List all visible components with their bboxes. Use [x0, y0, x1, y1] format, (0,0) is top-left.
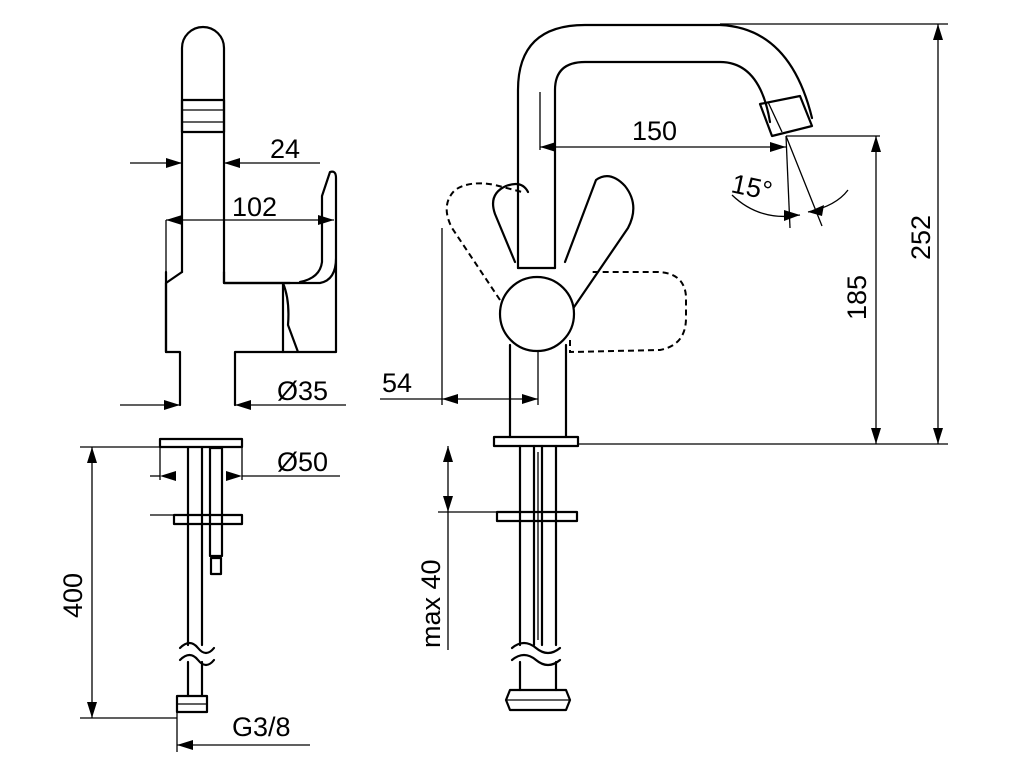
front-view-body [508, 343, 568, 439]
front-view-washer [495, 510, 579, 523]
front-view-base-ring [492, 435, 580, 448]
dim-102: 102 [232, 192, 277, 222]
dim-d35: Ø35 [277, 376, 328, 406]
dim-400: 400 [58, 573, 88, 618]
side-view-lever [222, 170, 338, 354]
side-view: 24 102 Ø35 Ø50 400 G3/8 [58, 25, 346, 752]
side-view-spout [180, 25, 226, 274]
lever-position-left-dashed [445, 182, 523, 301]
dim-150: 150 [632, 116, 677, 146]
dim-15deg: 15° [729, 169, 775, 207]
side-view-body [164, 270, 292, 407]
dim-d50: Ø50 [277, 447, 328, 477]
side-view-stud [208, 446, 224, 558]
dim-max40: max 40 [416, 559, 446, 648]
front-view: 150 15° 185 252 54 max 40 [380, 23, 948, 712]
front-view-lever [491, 175, 635, 312]
dim-54: 54 [382, 368, 412, 398]
lever-position-right-dashed [569, 271, 687, 354]
side-view-washer [172, 513, 244, 526]
side-view-aerator [180, 98, 226, 134]
front-view-lever-hub [498, 275, 576, 353]
dim-252: 252 [906, 215, 936, 260]
side-view-base-ring [158, 437, 244, 449]
front-view-spout [516, 23, 814, 270]
dim-24: 24 [270, 134, 300, 164]
front-view-aerator [758, 94, 814, 138]
dim-g38: G3/8 [232, 712, 291, 742]
dim-185: 185 [842, 275, 872, 320]
